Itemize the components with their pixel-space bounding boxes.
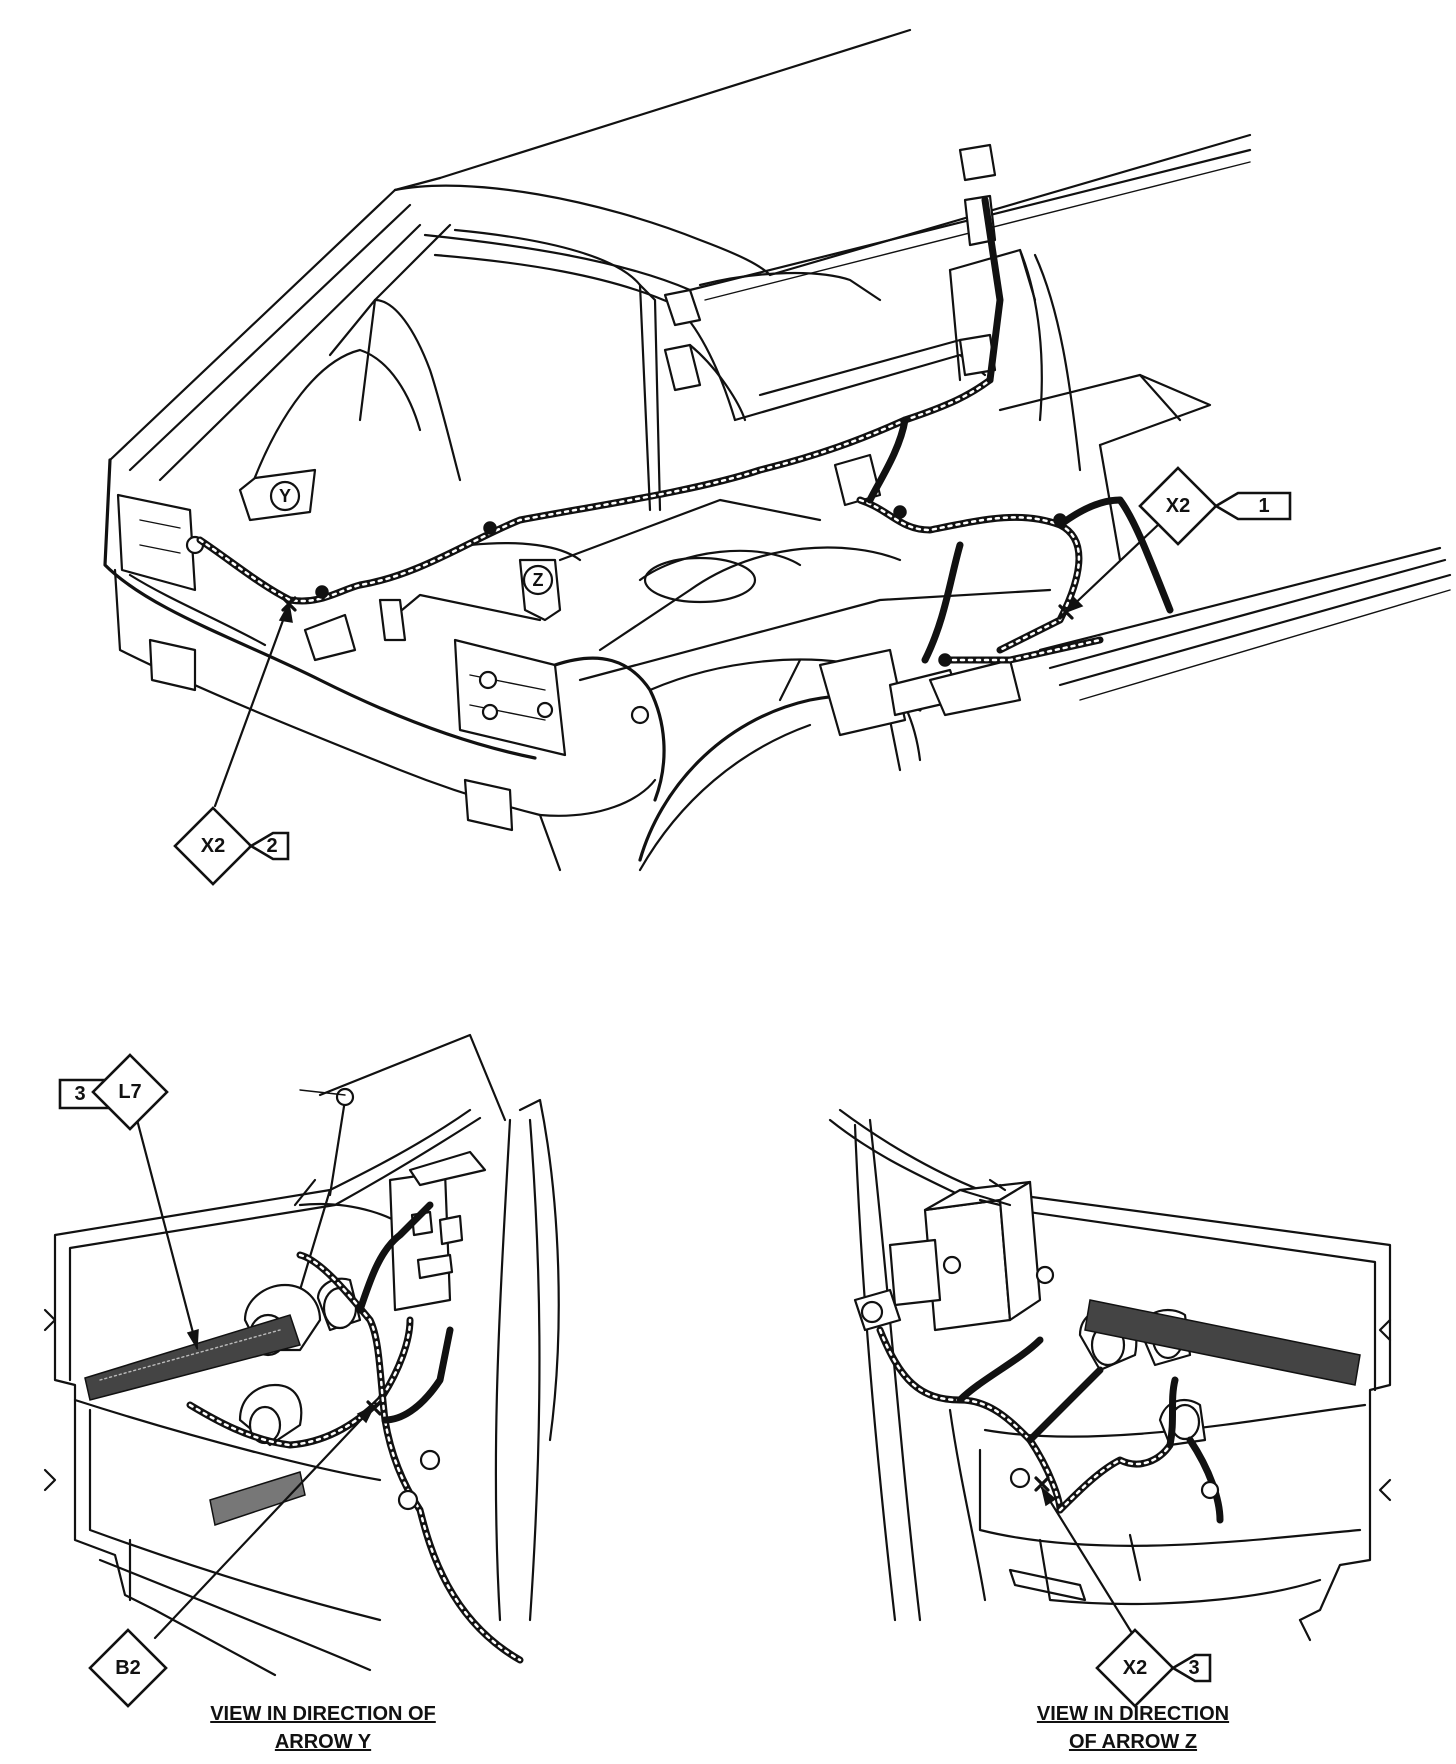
view-arrow-y-label: Y [279, 486, 291, 506]
callout-x2-2-code: X2 [201, 835, 225, 857]
callout-b2: B2 [88, 1628, 168, 1708]
callout-l7: 3 L7 [58, 1053, 169, 1131]
callout-x2-2: X2 2 [173, 806, 290, 886]
caption-y-line1: VIEW IN DIRECTION OF [210, 1703, 436, 1725]
leader-l7 [128, 1091, 199, 1350]
view-arrow-y: Y [238, 468, 317, 522]
rear-body-view [103, 28, 1452, 872]
caption-view-z: VIEW IN DIRECTION OF ARROW Z [1037, 1703, 1229, 1753]
callout-x2-3-code: X2 [1123, 1657, 1147, 1679]
callout-x2-3: X2 3 [1095, 1628, 1212, 1708]
view-arrow-z-label: Z [533, 570, 544, 590]
leader-x2-2 [213, 602, 291, 808]
callout-x2-1-code: X2 [1166, 495, 1190, 517]
view-z-detail [828, 1108, 1392, 1642]
caption-view-y: VIEW IN DIRECTION OF ARROW Y [210, 1703, 436, 1753]
caption-z-line1: VIEW IN DIRECTION [1037, 1703, 1229, 1725]
caption-z-line2: OF ARROW Z [1069, 1731, 1197, 1753]
view-arrow-z: Z [518, 558, 562, 622]
callout-x2-2-num: 2 [266, 835, 277, 857]
leader-x2-3 [1040, 1486, 1137, 1640]
callout-l7-code: L7 [118, 1081, 141, 1103]
callout-x2-1: X2 1 [1138, 466, 1292, 546]
caption-y-line2: ARROW Y [275, 1731, 372, 1753]
callout-x2-3-num: 3 [1188, 1657, 1199, 1679]
view-y-detail [43, 1033, 560, 1677]
leader-b2 [153, 1404, 376, 1640]
callout-l7-num: 3 [74, 1083, 85, 1105]
callout-b2-code: B2 [115, 1657, 141, 1679]
callout-x2-1-num: 1 [1258, 495, 1269, 517]
